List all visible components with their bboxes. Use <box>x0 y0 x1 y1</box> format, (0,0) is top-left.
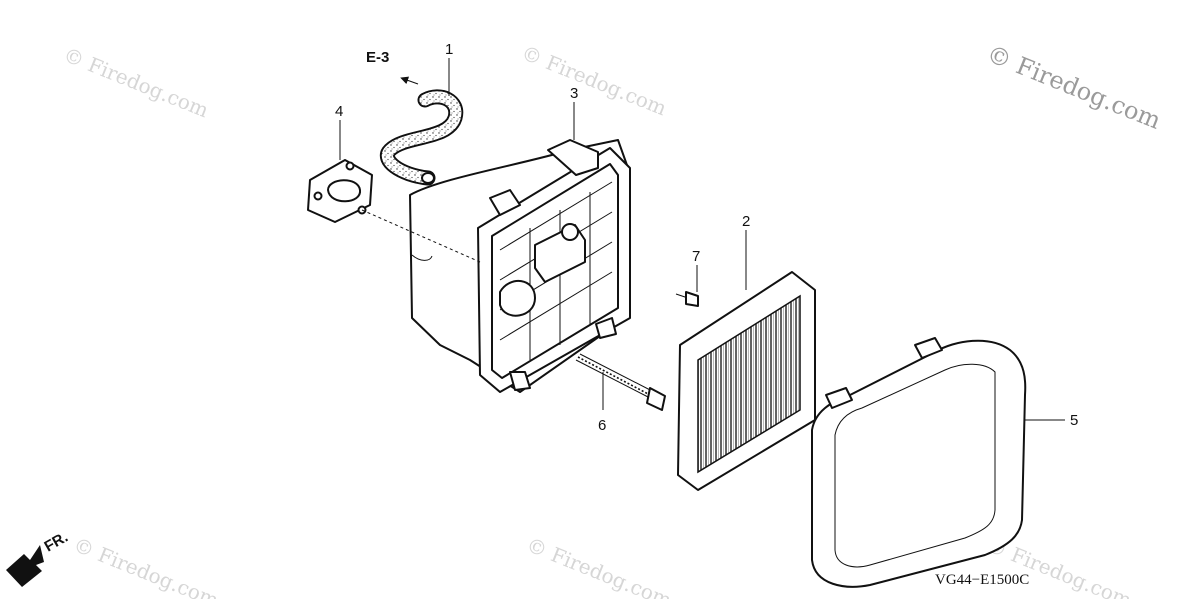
watermark-faint-2: © Firedog.com <box>518 40 670 120</box>
front-direction-arrow <box>6 545 44 587</box>
breather-tube <box>380 89 464 186</box>
callout-5: 5 <box>1070 412 1078 429</box>
callout-4: 4 <box>335 103 343 120</box>
air-filter-element <box>677 271 816 491</box>
gasket <box>307 159 373 223</box>
callout-2: 2 <box>742 213 750 230</box>
front-label: FR. <box>42 529 71 556</box>
callout-3: 3 <box>570 85 578 102</box>
reference-label: E-3 <box>366 49 389 66</box>
long-bolt <box>575 353 666 411</box>
air-cleaner-cover <box>811 337 1027 588</box>
callout-1: 1 <box>445 41 453 58</box>
watermark-main: © Firedog.com <box>983 40 1165 135</box>
short-bolt <box>675 291 699 307</box>
watermark-faint-4: © Firedog.com <box>523 532 675 599</box>
drawing-code: VG44−E1500C <box>935 572 1029 588</box>
watermark-faint-1: © Firedog.com <box>60 42 212 122</box>
reference-arrow <box>400 76 419 85</box>
watermark-faint-3: © Firedog.com <box>70 532 222 599</box>
callout-7: 7 <box>692 248 700 265</box>
callout-6: 6 <box>598 417 606 434</box>
air-cleaner-case <box>409 139 631 393</box>
